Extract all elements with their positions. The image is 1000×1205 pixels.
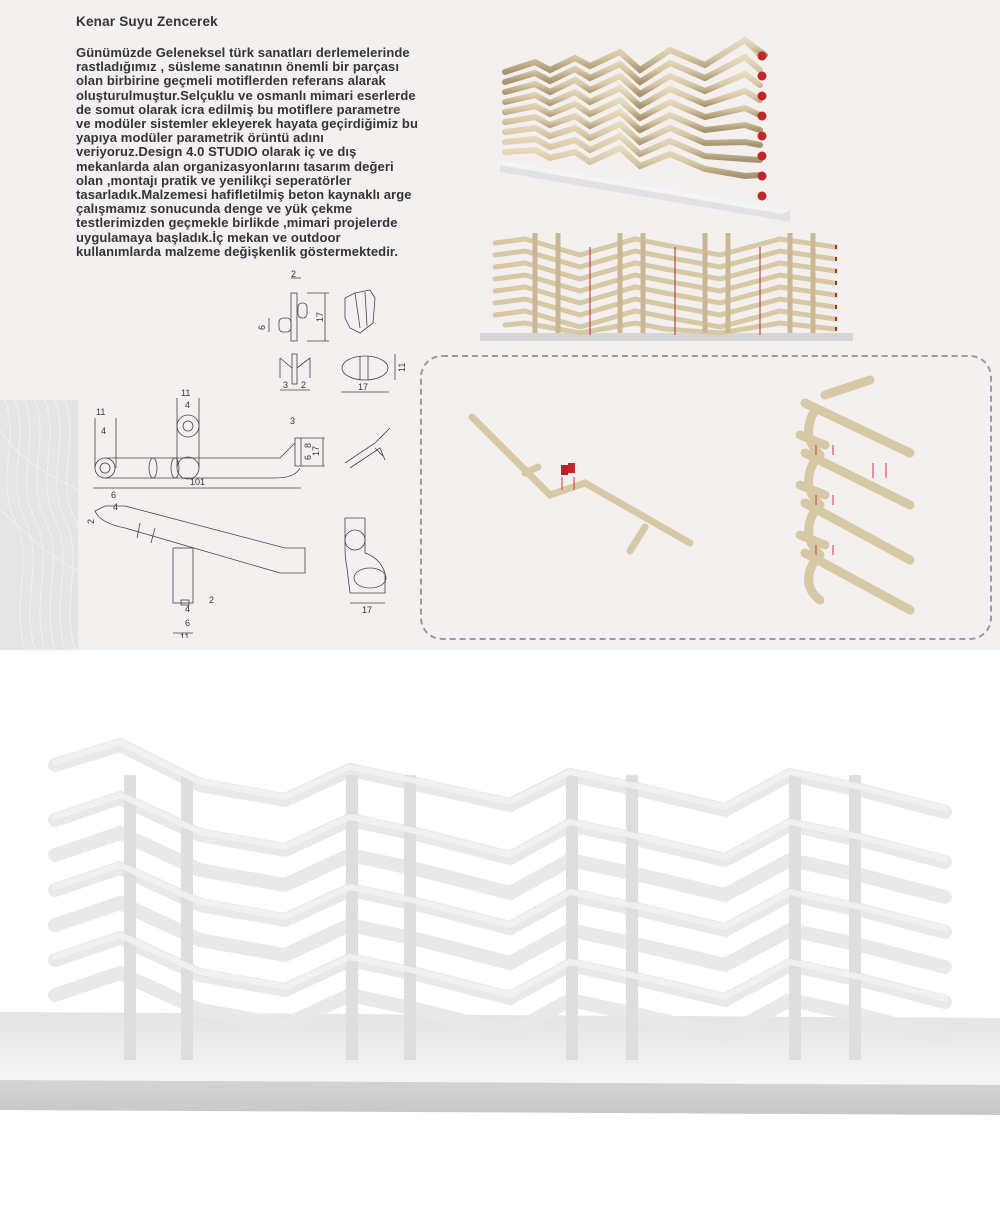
dim-label: 4 — [185, 400, 190, 410]
white-wall-render — [0, 650, 1000, 1200]
description-line: Günümüzde Geleneksel türk sanatları derl… — [76, 45, 410, 60]
dim-label: 2 — [301, 380, 306, 390]
wave-texture-strip — [0, 400, 78, 650]
dim-label: 4 — [101, 426, 106, 436]
dim-label: 17 — [315, 312, 325, 322]
dim-label: 11 — [181, 388, 190, 398]
presentation-board: Kenar Suyu Zencerek Günümüzde Geleneksel… — [0, 0, 1000, 650]
assembly-detail-frame — [420, 355, 992, 640]
stacked-modules-render — [795, 375, 915, 615]
description-line: tasarladık.Malzemesi hafifletilmiş beton… — [76, 187, 412, 203]
zigzag-tubes — [502, 36, 768, 203]
description-line: oluşturulmuştur.Selçuklu ve osmanlı mima… — [76, 87, 416, 103]
wave-lines-icon — [0, 400, 78, 650]
description-line: yapıya modüler parametrik örüntü adını — [76, 130, 324, 146]
dim-label: 17 — [362, 605, 372, 615]
description-paragraph: Günümüzde Geleneksel türk sanatları derl… — [76, 45, 476, 259]
description-line: olan ,montajı pratik ve yenilikçi sepera… — [76, 172, 352, 188]
zigzag-tubes — [492, 236, 838, 336]
description-line: olan birbirine geçmeli motiflerden refer… — [76, 73, 386, 89]
dim-label: 6 — [111, 490, 116, 500]
dim-label: 17 — [358, 382, 368, 392]
dim-label: 11 — [397, 363, 407, 372]
base-slab — [480, 333, 853, 341]
red-connector-icon — [561, 463, 575, 490]
description-line: de somut olarak icra edilmiş bu motifler… — [76, 101, 401, 117]
base-slab-top — [0, 1012, 1000, 1085]
vertical-posts — [124, 775, 861, 1060]
dim-label: 3 — [283, 380, 288, 390]
description-line: veriyoruz.Design 4.0 STUDIO olarak iç ve… — [76, 144, 357, 160]
dim-label: 11 — [180, 632, 189, 638]
assembly-renders — [468, 375, 915, 615]
description-line: çalışmamız sonucunda denge ve yük çekme — [76, 201, 353, 217]
dim-label: 6 — [185, 618, 190, 628]
dim-label: 2 — [86, 519, 96, 524]
description-line: mekanlarda alan organizasyonlarını tasar… — [76, 158, 394, 174]
dim-label: 2 — [291, 269, 296, 279]
description-line: testlerimizden geçmekle birlikde ,mimari… — [76, 215, 398, 231]
module-technical-drawing: 11 4 11 4 101 3 8 6 17 6 4 2 4 6 11 2 17 — [86, 388, 391, 638]
dim-label: 4 — [185, 604, 190, 614]
dim-label: 6 — [303, 455, 313, 460]
description-line: rastladığımız , süsleme sanatının önemli… — [76, 59, 400, 75]
dim-label: 8 — [303, 443, 313, 448]
description-line: kullanımlarda malzeme değişkenlik göster… — [76, 243, 399, 259]
dim-label: 4 — [113, 502, 118, 512]
dim-label: 2 — [209, 595, 214, 605]
connector-technical-drawing: 2 17 6 3 2 17 11 — [257, 269, 407, 393]
white-zigzag-render — [0, 737, 1000, 1115]
dim-label: 11 — [96, 407, 105, 417]
base-slab-front — [0, 1080, 1000, 1115]
description-line: ve modüler sistemler ekleyerek hayata ge… — [76, 116, 419, 132]
page-title: Kenar Suyu Zencerek — [76, 14, 218, 29]
perspective-render-beige — [494, 36, 790, 222]
description-line: uygulamaya başladık.İç mekan ve outdoor — [76, 229, 341, 245]
dim-label: 3 — [290, 416, 295, 426]
elevation-render-beige — [480, 233, 853, 341]
single-module-render — [468, 413, 694, 555]
red-end-caps — [757, 51, 767, 201]
dim-label: 101 — [190, 477, 205, 487]
dim-label: 17 — [311, 446, 321, 456]
dim-label: 6 — [257, 325, 267, 330]
